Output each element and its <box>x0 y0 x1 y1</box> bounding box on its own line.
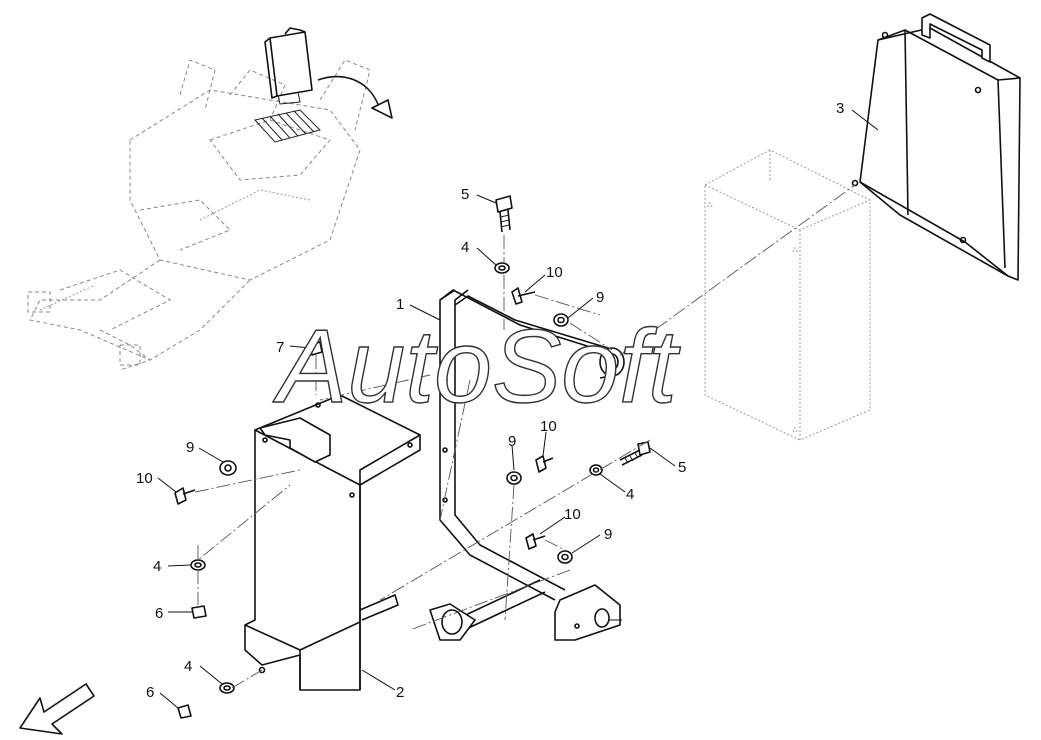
bracket-part-2 <box>244 394 421 691</box>
curved-arrow-icon <box>317 75 393 119</box>
callout-10-mid: 10 <box>540 418 557 435</box>
screw-10-left <box>174 487 196 505</box>
plug-7 <box>309 341 323 356</box>
callout-10-bottom: 10 <box>564 506 581 523</box>
handle <box>921 13 991 63</box>
bolt-5-top <box>495 195 513 233</box>
front-direction-arrow-icon <box>19 683 95 735</box>
tube-end <box>599 347 625 377</box>
assembly-lines <box>194 184 856 689</box>
callout-9-bottom: 9 <box>604 526 612 543</box>
washer-9-bottom <box>557 550 573 564</box>
washer-9-top <box>553 313 569 327</box>
screw-10-mid <box>535 455 554 473</box>
mounting-plate-right <box>554 584 621 641</box>
callout-9-top: 9 <box>596 289 604 306</box>
washer-9-left <box>219 460 237 476</box>
machine-overview <box>27 27 393 371</box>
ghost-cabinet <box>704 149 871 441</box>
callout-10-top: 10 <box>546 264 563 281</box>
axle-flange-left <box>429 603 476 641</box>
callout-2: 2 <box>396 684 404 701</box>
callout-10-left: 10 <box>136 470 153 487</box>
cover-part-3 <box>851 13 1021 281</box>
callout-3: 3 <box>836 100 844 117</box>
callout-9-left: 9 <box>186 439 194 456</box>
callout-5-mid: 5 <box>678 459 686 476</box>
callout-4-top: 4 <box>461 239 469 256</box>
leader-lines <box>157 109 879 709</box>
washer-9-mid <box>506 471 522 485</box>
frame-part-1 <box>429 289 625 641</box>
washer-4-top <box>494 262 510 274</box>
callout-5-top: 5 <box>461 186 469 203</box>
callout-4-left: 4 <box>153 558 161 575</box>
watermark: AutoSoft <box>272 309 681 425</box>
washer-4-left <box>190 559 206 571</box>
screw-10-top <box>511 287 536 305</box>
callout-1: 1 <box>396 296 404 313</box>
callout-7: 7 <box>276 339 284 356</box>
callout-labels: 1 2 3 5 5 4 4 4 4 6 6 7 9 9 9 9 10 10 10… <box>136 100 844 701</box>
nut-6-left <box>191 605 207 619</box>
callout-6-bottom: 6 <box>146 684 154 701</box>
callout-4-mid: 4 <box>626 486 634 503</box>
bolt-5-mid <box>619 441 651 466</box>
callout-6-left: 6 <box>155 605 163 622</box>
grating <box>254 109 321 143</box>
washer-4-bottom <box>219 682 235 694</box>
screw-10-bottom <box>525 533 546 550</box>
nut-6-bottom <box>177 704 192 719</box>
highlighted-box <box>264 27 313 105</box>
callout-4-bottom: 4 <box>184 658 192 675</box>
callout-9-mid: 9 <box>508 433 516 450</box>
washer-4-mid <box>589 464 603 476</box>
